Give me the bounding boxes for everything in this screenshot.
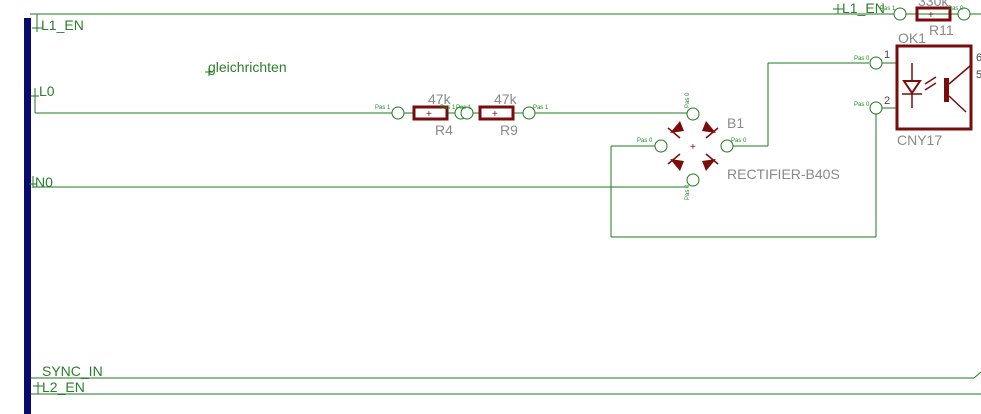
svg-text:Pas 0: Pas 0 xyxy=(854,56,870,62)
svg-text:6: 6 xyxy=(976,52,981,64)
note-gleichrichten: gleichrichten xyxy=(205,59,287,76)
rectifier-b1[interactable]: + B1 RECTIFIER-B40S Pas 0 Pas 0 Pas 0 Pa… xyxy=(637,92,840,200)
svg-text:Pas 0: Pas 0 xyxy=(685,184,691,200)
svg-text:Pas 0: Pas 0 xyxy=(948,6,964,12)
svg-text:5: 5 xyxy=(976,69,981,81)
svg-text:1: 1 xyxy=(884,49,890,61)
rectifier-diode-2 xyxy=(702,121,719,139)
svg-text:Pas 0: Pas 0 xyxy=(854,102,870,108)
optocoupler-led xyxy=(902,63,937,108)
net-l1-en[interactable]: L1_EN xyxy=(30,13,981,33)
svg-text:Pas 1: Pas 1 xyxy=(456,105,472,111)
r4-value: 47k xyxy=(428,91,452,107)
net-n0[interactable]: N0 xyxy=(29,174,688,190)
net-rectifier-to-optocoupler[interactable] xyxy=(610,62,877,238)
net-l1-en-right[interactable]: L1_EN xyxy=(833,0,885,16)
svg-text:+: + xyxy=(928,10,934,21)
r4-name: R4 xyxy=(435,122,453,138)
svg-text:Pas 0: Pas 0 xyxy=(731,138,747,144)
svg-text:Pas 0: Pas 0 xyxy=(637,138,653,144)
svg-text:Pas 1: Pas 1 xyxy=(533,105,549,111)
svg-text:+: + xyxy=(426,109,432,120)
svg-text:Pas 0: Pas 0 xyxy=(685,92,691,108)
net-label-l1-en-right: L1_EN xyxy=(842,0,885,16)
rectifier-diode-3 xyxy=(667,153,684,171)
resistor-r9[interactable]: + 47k R9 Pas 1 Pas 1 xyxy=(456,91,549,138)
optocoupler-transistor xyxy=(944,65,971,113)
r9-value: 47k xyxy=(494,91,518,107)
r9-name: R9 xyxy=(500,122,518,138)
svg-text:Pas 1: Pas 1 xyxy=(440,105,456,111)
net-label-n0: N0 xyxy=(35,174,53,190)
resistor-r11[interactable]: + 330k R11 Pas 1 Pas 0 xyxy=(880,0,971,38)
b1-value: RECTIFIER-B40S xyxy=(727,166,840,182)
svg-text:+: + xyxy=(492,109,498,120)
net-label-l2-en: L2_EN xyxy=(42,379,85,395)
svg-text:gleichrichten: gleichrichten xyxy=(208,59,287,75)
ok1-value: CNY17 xyxy=(897,132,942,148)
net-label-sync-in: SYNC_IN xyxy=(42,363,103,379)
svg-text:2: 2 xyxy=(884,95,890,107)
svg-text:Pas 1: Pas 1 xyxy=(880,6,896,12)
svg-text:+: + xyxy=(690,142,696,153)
b1-name: B1 xyxy=(727,115,744,131)
svg-text:Pas 1: Pas 1 xyxy=(375,105,391,111)
net-label-l1-en: L1_EN xyxy=(41,17,84,33)
optocoupler-ok1[interactable]: OK1 CNY17 1 2 6 5 Pas 0 Pas 0 xyxy=(854,30,981,148)
net-l0[interactable]: L0 xyxy=(31,83,692,114)
rectifier-diode-4 xyxy=(702,153,719,171)
r11-name: R11 xyxy=(929,22,954,38)
ok1-name: OK1 xyxy=(898,30,926,46)
net-label-l0: L0 xyxy=(39,83,55,99)
rectifier-diode-1 xyxy=(667,121,684,139)
r11-value: 330k xyxy=(918,0,949,9)
vertical-bus xyxy=(24,18,31,414)
net-l2-en[interactable]: L2_EN xyxy=(31,379,981,395)
resistor-r4[interactable]: + 47k R4 Pas 1 Pas 1 xyxy=(375,91,468,138)
net-sync-in[interactable]: SYNC_IN xyxy=(31,363,981,379)
